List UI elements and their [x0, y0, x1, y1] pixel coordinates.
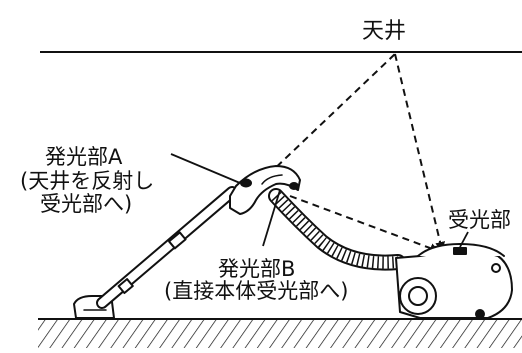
light-paths [267, 53, 445, 253]
receiver-label: 受光部 [448, 208, 511, 232]
leader-emitter-a [170, 153, 241, 184]
handle-grip [229, 165, 301, 215]
light-path-direct [289, 195, 440, 253]
light-path-to-ceiling [267, 53, 396, 176]
emitter-a-label: 発光部A [45, 145, 123, 169]
vacuum-cleaner [73, 165, 513, 319]
ceiling-label: 天井 [362, 19, 406, 44]
light-path-reflected [394, 53, 445, 252]
emitter-a-note-line2: 受光部へ) [40, 192, 132, 216]
hose-ribs [271, 191, 399, 269]
receiver-sensor [453, 247, 467, 255]
emitter-b-label: 発光部B [218, 257, 295, 281]
emitter-a-dot [240, 178, 252, 188]
leader-emitter-b [262, 189, 281, 247]
leader-receiver [459, 231, 469, 248]
floor-hatching [38, 319, 522, 348]
emitter-b-note: (直接本体受光部へ) [164, 279, 348, 303]
emitter-a-note-line1: (天井を反射し [20, 169, 154, 193]
pipe-joint [168, 231, 187, 250]
nozzle-joint [117, 278, 134, 295]
